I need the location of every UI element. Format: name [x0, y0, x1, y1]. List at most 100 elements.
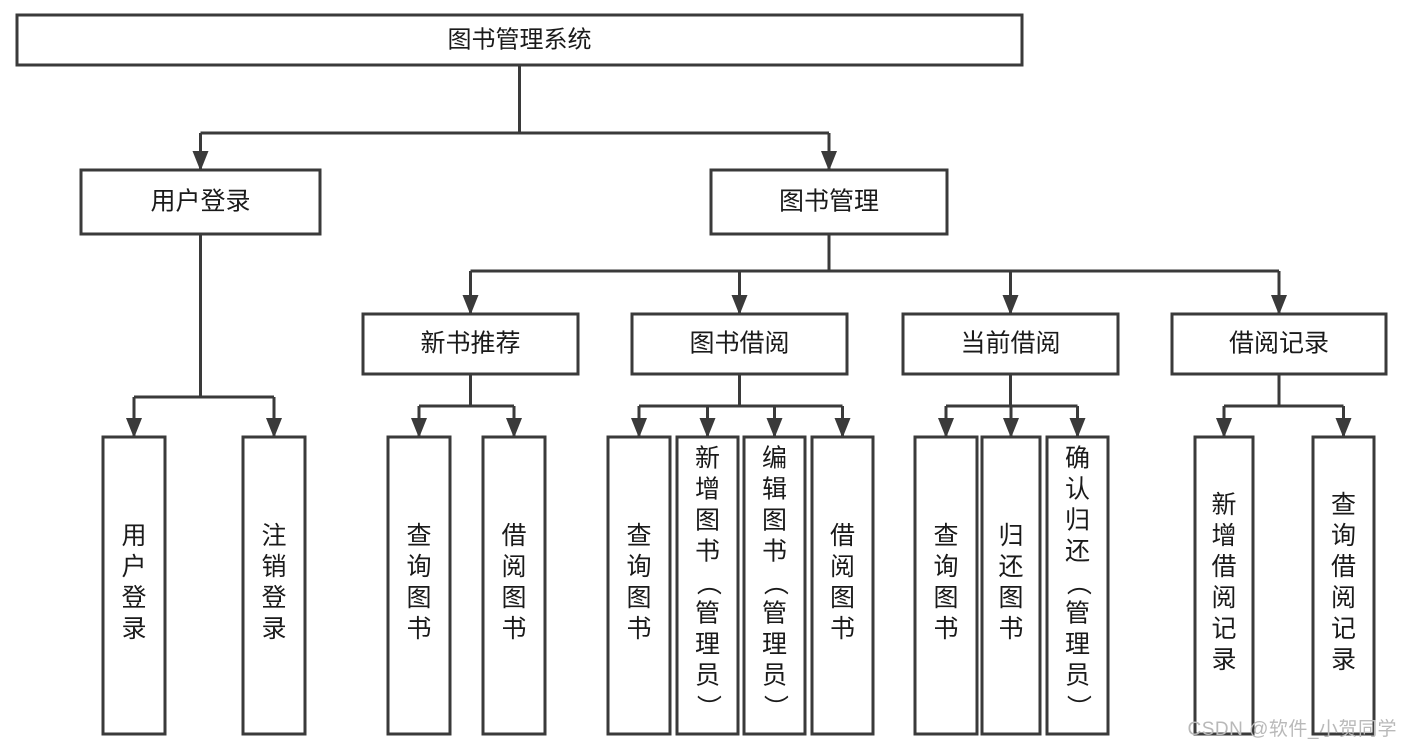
node-level2-0[interactable]: 用户登录: [79, 168, 322, 236]
node-level3-1-box: [630, 312, 849, 376]
node-leaf-2-box: [386, 435, 452, 736]
node-leaf-8-label-char: 图: [933, 584, 958, 612]
node-leaf-5-label-char: 图: [695, 507, 720, 535]
edge-book-management-arrow-2: [1002, 295, 1019, 315]
node-leaf-1-label-char: 录: [261, 615, 286, 643]
node-leaf-2-label-char: 图: [406, 584, 431, 612]
node-leaf-10-label-char: 还: [1065, 538, 1090, 566]
node-leaf-11-label-char: 阅: [1211, 584, 1236, 612]
node-leaf-9-label-char: 归: [998, 522, 1023, 550]
node-leaf-3-label-char: 阅: [501, 553, 526, 581]
connector-layer: [126, 65, 1352, 438]
node-leaf-0-label-char: 录: [121, 615, 146, 643]
node-level3-0[interactable]: 新书推荐: [361, 312, 580, 376]
node-leaf-0-box: [101, 435, 167, 736]
edge-level3-0-arrow-1: [506, 418, 522, 438]
node-leaf-10-label-char: （: [1064, 570, 1092, 595]
node-leaf-9-label-char: 书: [998, 615, 1023, 643]
node-leaf-4-box: [606, 435, 672, 736]
node-level3-3-box: [1170, 312, 1388, 376]
node-leaf-6-label-char: 编: [762, 445, 787, 473]
node-leaf-3-box: [481, 435, 547, 736]
edge-level3-2-arrow-1: [1003, 418, 1019, 438]
node-level3-0-label: 新书推荐: [420, 330, 520, 358]
node-leaf-12-label-char: 录: [1331, 646, 1356, 674]
node-leaf-1-box: [241, 435, 307, 736]
node-leaf-11-label-char: 增: [1211, 522, 1236, 550]
edge-level3-0-arrow-0: [411, 418, 427, 438]
node-leaf-5-box: [675, 435, 740, 736]
node-leaf-1-label-char: 注: [261, 522, 286, 550]
node-leaf-1-label-char: 登: [261, 584, 286, 612]
node-leaf-12-label-char: 查: [1331, 491, 1356, 519]
edge-level3-2-arrow-0: [938, 418, 954, 438]
node-leaf-5-label-char: 理: [695, 631, 720, 659]
edge-level3-1-arrow-2: [766, 418, 783, 438]
node-leaf-0[interactable]: 用户登录: [101, 435, 167, 736]
node-leaf-11-label-char: 录: [1211, 646, 1236, 674]
node-leaf-12-label-char: 记: [1331, 615, 1356, 643]
node-leaf-8-label-char: 书: [933, 615, 958, 643]
node-leaf-3-label-char: 借: [501, 522, 526, 550]
node-root-book-management-system[interactable]: 图书管理系统: [15, 13, 1024, 67]
node-leaf-6-box: [742, 435, 807, 736]
node-level3-2-label: 当前借阅: [960, 330, 1060, 358]
node-leaf-5-label-char: 增: [695, 476, 720, 504]
node-leaf-4-label-char: 图: [626, 584, 651, 612]
node-leaf-6-label-char: ）: [761, 694, 789, 719]
edge-book-management-arrow-3: [1271, 295, 1287, 315]
node-leaf-6-label-char: 员: [762, 662, 787, 690]
node-leaf-6-label-char: 管: [762, 600, 787, 628]
node-leaf-9-label-char: 还: [998, 553, 1023, 581]
node-level3-2[interactable]: 当前借阅: [901, 312, 1120, 376]
node-leaf-10-label-char: 管: [1065, 600, 1090, 628]
edge-root-arrow-1: [821, 151, 837, 171]
node-level3-2-box: [901, 312, 1120, 376]
node-leaf-7-label-char: 书: [830, 615, 855, 643]
node-leaf-12-box: [1311, 435, 1376, 736]
node-leaf-10-label-char: 认: [1065, 476, 1090, 504]
edge-level3-1-arrow-0: [631, 418, 647, 438]
node-leaf-5-label-char: （: [694, 570, 722, 595]
node-leaf-9-box: [980, 435, 1042, 736]
node-level3-1[interactable]: 图书借阅: [630, 312, 849, 376]
node-leaf-8-label-char: 询: [933, 553, 958, 581]
edge-level3-1-arrow-1: [699, 418, 716, 438]
node-leaf-9-label-char: 图: [998, 584, 1023, 612]
node-level2-0-label: 用户登录: [150, 188, 250, 216]
node-root-book-management-system-box: [15, 13, 1024, 67]
node-level3-3-label: 借阅记录: [1229, 330, 1329, 358]
node-level2-1-box: [709, 168, 949, 236]
node-level3-3[interactable]: 借阅记录: [1170, 312, 1388, 376]
node-leaf-6-label-char: 图: [762, 507, 787, 535]
node-leaf-6-label-char: 书: [762, 538, 787, 566]
node-leaf-3-label-char: 书: [501, 615, 526, 643]
node-level2-1-label: 图书管理: [779, 188, 879, 216]
node-leaf-10-label-char: 员: [1065, 662, 1090, 690]
node-leaf-8-box: [913, 435, 979, 736]
edge-level3-2-arrow-2: [1069, 418, 1086, 438]
node-layer: 图书管理系统用户登录图书管理新书推荐图书借阅当前借阅借阅记录用户登录注销登录查询…: [15, 13, 1388, 736]
node-leaf-5-label-char: 书: [695, 538, 720, 566]
node-leaf-0-label-char: 登: [121, 584, 146, 612]
node-level2-1[interactable]: 图书管理: [709, 168, 949, 236]
node-leaf-7-label-char: 借: [830, 522, 855, 550]
edge-user-login-arrow-1: [266, 418, 282, 438]
node-leaf-5-label-char: 管: [695, 600, 720, 628]
node-leaf-5-label-char: 新: [695, 445, 720, 473]
node-leaf-12-label-char: 借: [1331, 553, 1356, 581]
node-leaf-10-label-char: 确: [1065, 445, 1090, 473]
